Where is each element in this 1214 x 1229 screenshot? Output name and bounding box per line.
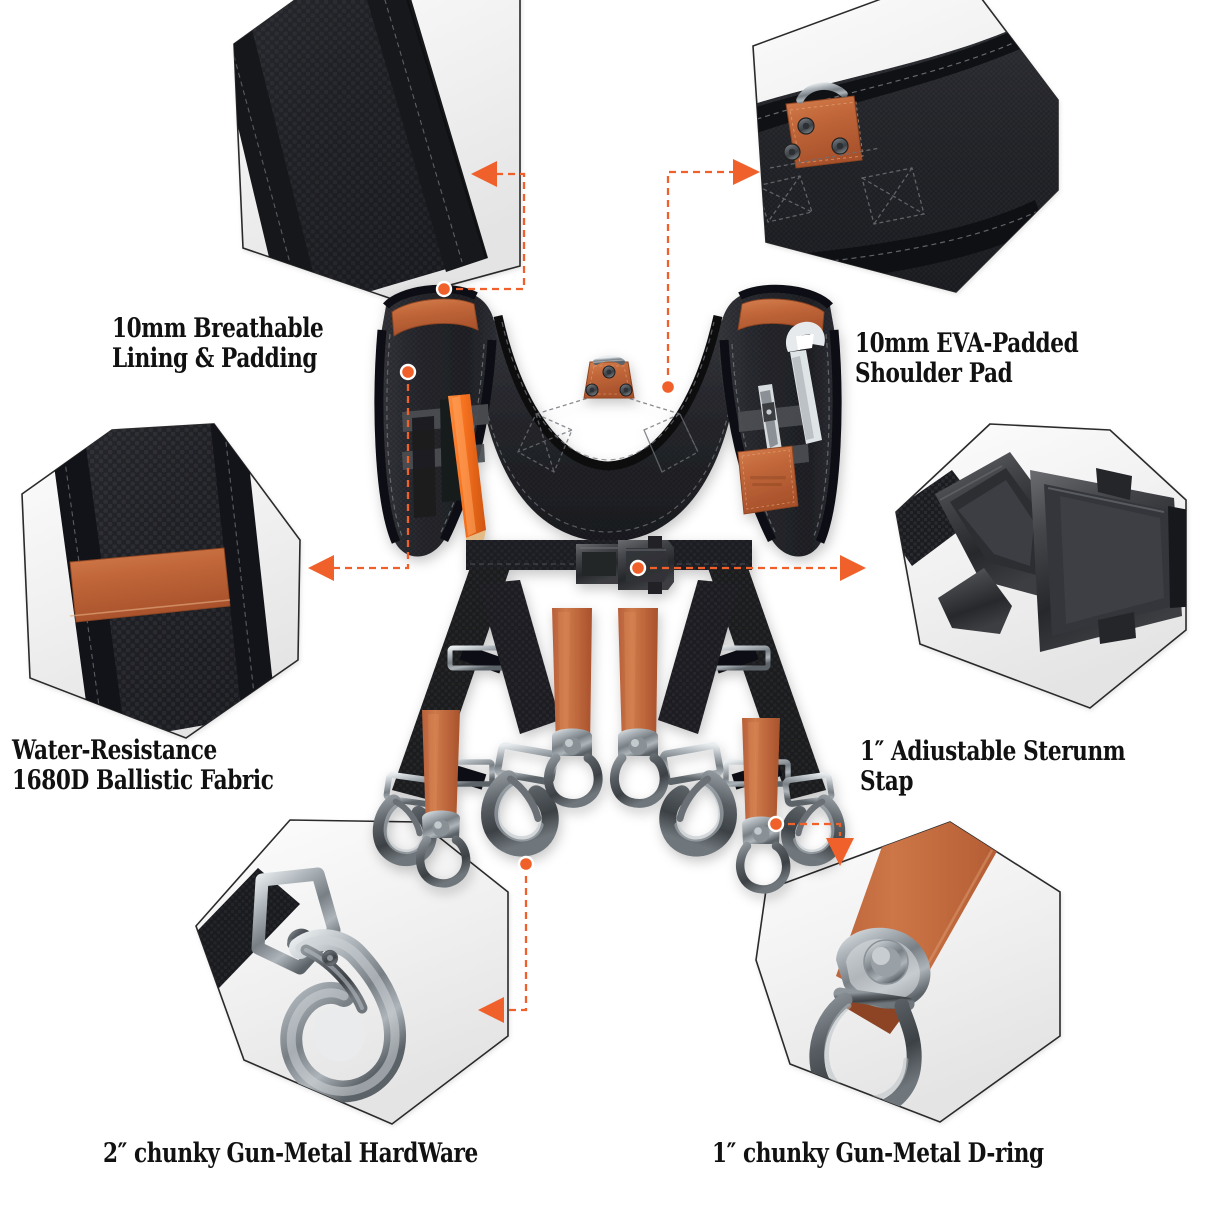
anchor-dot-breathable-lining: [435, 280, 453, 298]
anchor-dot-ballistic-fabric: [399, 363, 417, 381]
arrowhead-sternum-strap: [840, 555, 866, 581]
leader-anchor-dots: [399, 280, 785, 873]
callout-label-ballistic-fabric: Water-Resistance 1680D Ballistic Fabric: [12, 735, 274, 797]
anchor-dot-sternum-strap: [629, 559, 647, 577]
callout-label-breathable-lining: 10mm Breathable Lining & Padding: [112, 313, 324, 375]
anchor-dot-gun-metal-d-ring: [767, 815, 785, 833]
arrowhead-ballistic-fabric: [308, 555, 334, 581]
panel-eva-shoulder-pad: [752, 0, 1059, 293]
panel-breathable-lining: [233, 0, 521, 301]
anchor-dot-eva-shoulder-pad: [659, 378, 677, 396]
panel-d-ring-loop: [755, 821, 1061, 1123]
arrowhead-gun-metal-hardware: [478, 997, 504, 1023]
leader-gun-metal-hardware: [498, 864, 528, 1012]
callout-label-gun-metal-hardware: 2″ chunky Gun-Metal HardWare: [103, 1138, 478, 1169]
callout-label-sternum-strap: 1″ Adiustable Sterunm Stap: [860, 736, 1126, 798]
panel-snap-hook: [195, 819, 509, 1125]
panel-sternum-buckle: [895, 423, 1187, 709]
arrowhead-eva-shoulder-pad: [733, 159, 760, 185]
leader-arrowheads: [308, 159, 866, 1023]
anchor-dot-gun-metal-hardware: [517, 855, 535, 873]
arrowhead-gun-metal-d-ring: [826, 838, 854, 866]
arrowhead-breathable-lining: [471, 161, 497, 187]
callout-label-gun-metal-d-ring: 1″ chunky Gun-Metal D-ring: [712, 1138, 1044, 1169]
leader-breathable-lining: [444, 172, 526, 291]
leader-eva-shoulder-pad: [666, 170, 738, 387]
leader-ballistic-fabric: [330, 372, 410, 570]
product-harness: [372, 284, 846, 894]
leader-lines: [330, 170, 842, 1012]
leader-gun-metal-d-ring: [776, 822, 842, 836]
panel-ballistic-fabric: [21, 423, 301, 739]
callout-label-eva-shoulder-pad: 10mm EVA-Padded Shoulder Pad: [855, 328, 1079, 390]
